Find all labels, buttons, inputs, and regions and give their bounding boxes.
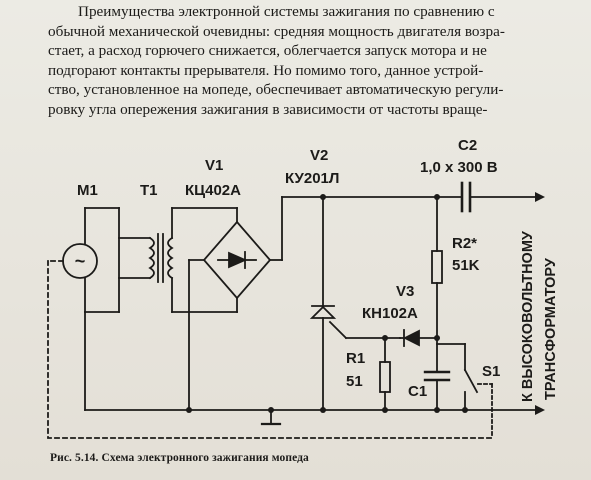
bridge-rectifier-v1 <box>188 196 283 411</box>
dinistor-v3 <box>399 329 438 347</box>
paragraph-line: стает, а расход горючего снижается, обле… <box>48 42 487 60</box>
output-arrows <box>535 192 545 415</box>
label-m1: М1 <box>77 182 98 199</box>
label-v1-part: КЦ402А <box>185 182 241 199</box>
label-c2: С2 <box>458 137 477 154</box>
paragraph-line: ство, установленное на мопеде, обеспечив… <box>48 81 504 99</box>
thyristor-v2 <box>309 196 401 411</box>
label-v2-part: КУ201Л <box>285 170 339 187</box>
switch-s1 <box>436 343 493 439</box>
label-v3: V3 <box>396 283 414 300</box>
label-s1: S1 <box>482 363 500 380</box>
body-paragraph: Преимущества электронной системы зажиган… <box>48 2 576 120</box>
generator-symbol: ~ <box>75 251 86 271</box>
figure-caption: Рис. 5.14. Схема электронного зажигания … <box>50 452 309 464</box>
label-output-line2: ТРАНСФОРМАТОРУ <box>543 257 559 400</box>
paragraph-line: подгорают контакты прерывателя. Но помим… <box>48 61 484 79</box>
label-v1: V1 <box>205 157 223 174</box>
label-t1: Т1 <box>140 182 158 199</box>
resistor-r2 <box>431 196 443 339</box>
generator-m1 <box>47 207 120 313</box>
transformer-t1 <box>118 207 238 313</box>
label-r2-value: 51K <box>452 257 480 274</box>
paragraph-line: обычной механической очевидны: средняя м… <box>48 22 505 40</box>
label-v3-part: КН102А <box>362 305 418 322</box>
label-r2: R2* <box>452 235 477 252</box>
label-v2: V2 <box>310 147 328 164</box>
label-r1-value: 51 <box>346 373 363 390</box>
resistor-r1 <box>379 337 391 411</box>
capacitor-c1 <box>423 337 451 411</box>
capacitor-c2 <box>460 181 472 213</box>
label-c2-value: 1,0 x 300 В <box>420 159 498 176</box>
label-output-line1: К ВЫСОКОВОЛЬТНОМУ <box>520 230 536 402</box>
label-c1: С1 <box>408 383 427 400</box>
paragraph-line: ровку угла опережения зажигания в зависи… <box>48 100 488 118</box>
paragraph-line: Преимущества электронной системы зажиган… <box>78 3 495 20</box>
label-r1: R1 <box>346 350 365 367</box>
junction-dots <box>186 194 468 413</box>
